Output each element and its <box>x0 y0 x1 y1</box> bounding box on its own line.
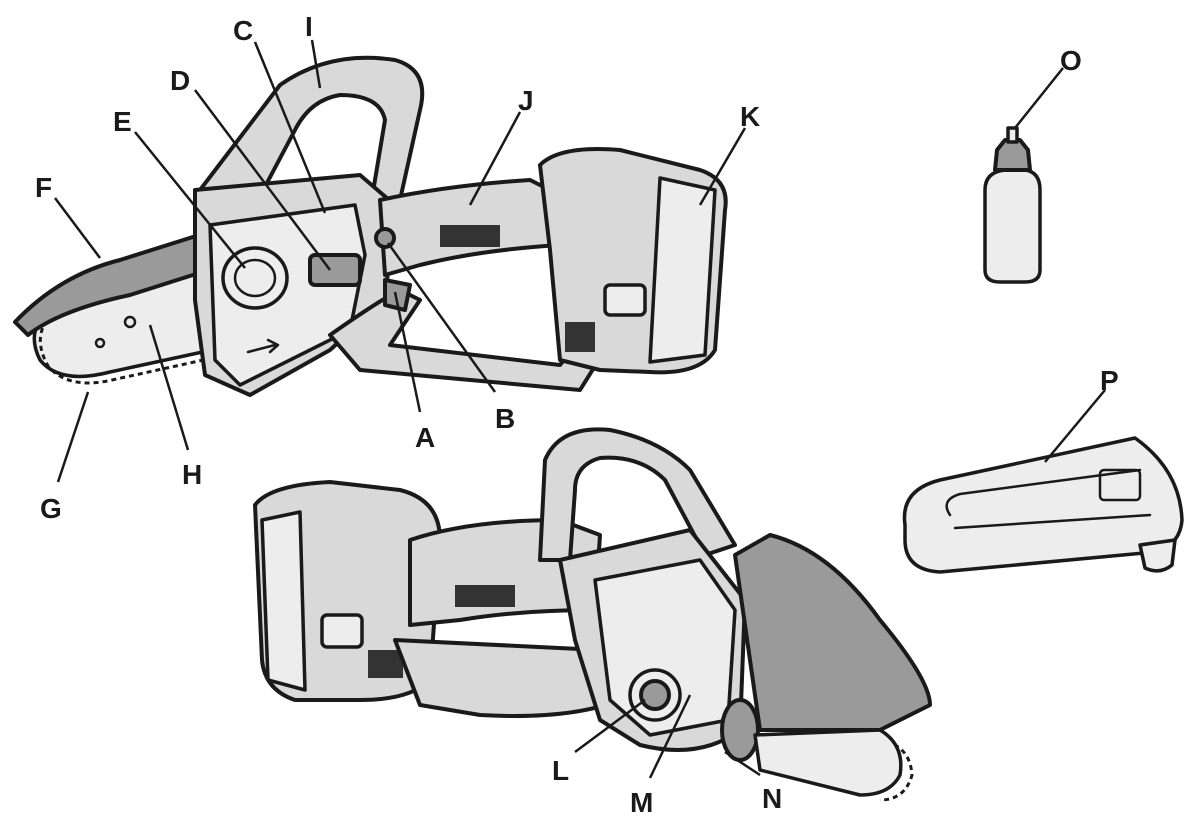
callout-c: C <box>233 15 253 46</box>
bar-guard-right <box>733 533 932 732</box>
leader-h <box>148 324 190 451</box>
handle-grip-texture-right <box>455 585 515 607</box>
battery-vent-right <box>368 650 403 678</box>
battery-side-panel-right <box>260 510 307 692</box>
rear-handle-loop-right <box>538 427 737 562</box>
tension-knob <box>221 246 289 310</box>
callout-g: G <box>40 493 62 524</box>
bottle-nozzle <box>1006 126 1019 144</box>
rear-handle-loop <box>198 55 425 217</box>
callout-labels: A B C D E F G H I J K L M N O P <box>35 11 1119 818</box>
leader-d <box>194 89 331 271</box>
callout-i: I <box>305 11 313 42</box>
chainsaw-left-view <box>13 55 728 397</box>
bar-cover-body <box>902 436 1184 574</box>
leader-c <box>253 41 327 214</box>
bar-cover-slot <box>1098 468 1142 502</box>
sprocket-cover <box>720 698 760 762</box>
callout-e: E <box>113 106 132 137</box>
bar-cover-groove <box>945 468 1152 530</box>
leader-l <box>574 698 646 754</box>
chain-direction-arrow <box>246 338 280 354</box>
trigger <box>383 278 412 312</box>
callout-m: M <box>630 787 653 818</box>
leader-b <box>386 242 497 393</box>
handle-grip-texture <box>440 225 500 247</box>
leader-lines <box>54 39 1106 779</box>
leader-f <box>54 197 101 259</box>
callout-n: N <box>762 783 782 814</box>
callout-f: F <box>35 172 52 203</box>
callout-l: L <box>552 755 569 786</box>
tension-knob-inner <box>233 258 277 298</box>
callout-k: K <box>740 101 760 132</box>
oil-cap-center <box>639 679 671 711</box>
callout-h: H <box>182 459 202 490</box>
bar-cover-tab <box>1138 538 1177 573</box>
battery-release-button-right <box>320 613 364 649</box>
leader-p <box>1044 389 1106 463</box>
leader-e <box>134 131 246 269</box>
callout-p: P <box>1100 365 1119 396</box>
bar-cover <box>902 436 1184 574</box>
bar-hole <box>123 315 137 329</box>
bottle-body <box>983 168 1042 284</box>
battery-release-button <box>603 283 647 317</box>
leader-k <box>698 127 747 206</box>
callout-a: A <box>415 422 435 453</box>
battery-vent <box>565 322 595 352</box>
leader-j <box>468 111 522 206</box>
leader-g <box>56 391 90 483</box>
chainsaw-right-view <box>253 427 932 802</box>
leader-o <box>1014 67 1064 129</box>
callout-b: B <box>495 403 515 434</box>
leader-i <box>310 39 322 89</box>
leader-n <box>724 750 761 777</box>
oil-bottle <box>983 126 1042 284</box>
bar-hole-small <box>94 337 106 349</box>
lock-button <box>308 253 362 287</box>
bottle-cap <box>993 138 1032 172</box>
battery-front-panel <box>648 176 717 364</box>
callout-o: O <box>1060 45 1082 76</box>
callout-j: J <box>518 85 534 116</box>
lockout-button <box>374 227 396 249</box>
guide-bar-right <box>753 728 903 797</box>
callout-d: D <box>170 65 190 96</box>
leader-m <box>648 694 692 779</box>
leader-a <box>393 291 422 413</box>
